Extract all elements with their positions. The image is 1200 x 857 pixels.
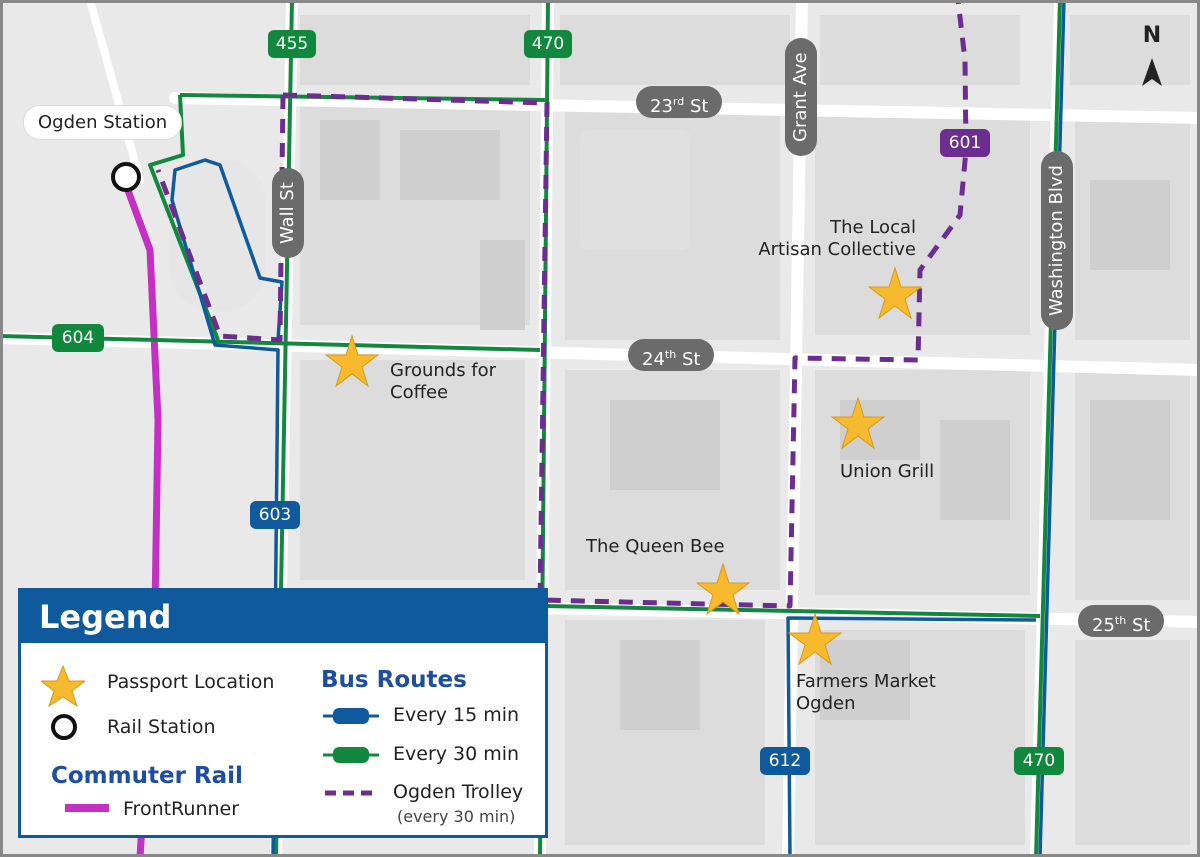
building-details [320, 120, 1170, 730]
street-wall: Wall St [272, 168, 304, 258]
legend-every15-label: Every 15 min [393, 704, 520, 726]
legend-rail-station-icon [51, 714, 77, 740]
star-queen-bee[interactable] [695, 562, 751, 616]
route-604-shield[interactable]: 604 [52, 324, 104, 352]
street-25th: 25th St [1078, 605, 1165, 637]
legend-every15-swatch [323, 708, 379, 724]
legend-commuter-rail-heading: Commuter Rail [51, 763, 243, 789]
legend-panel: Legend Passport Location Rail Station Co… [18, 588, 548, 838]
legend-trolley-sublabel: (every 30 min) [397, 807, 516, 826]
route-470-shield-bottom[interactable]: 470 [1014, 747, 1064, 775]
route-470-shield-top[interactable]: 470 [524, 30, 572, 58]
label-union-grill: Union Grill [840, 461, 935, 482]
legend-every30-label: Every 30 min [393, 743, 520, 765]
legend-title: Legend [21, 591, 545, 643]
legend-star-icon [41, 664, 85, 707]
street-23rd: 23rd St [636, 86, 723, 118]
label-queen-bee: The Queen Bee [586, 536, 725, 557]
legend-trolley-label: Ogden Trolley [393, 781, 524, 803]
passport-stars [324, 266, 923, 666]
route-612-shield[interactable]: 612 [760, 747, 810, 775]
legend-rail-station-label: Rail Station [107, 716, 216, 738]
route-601-shield[interactable]: 601 [940, 129, 990, 157]
route-455-shield[interactable]: 455 [268, 30, 316, 58]
legend-passport-label: Passport Location [107, 671, 275, 693]
north-label: N [1143, 23, 1161, 48]
ogden-station-label: Ogden Station [24, 106, 182, 139]
street-grant: Grant Ave [785, 38, 817, 156]
every-15-routes[interactable] [170, 0, 1066, 857]
legend-bus-routes-heading: Bus Routes [321, 667, 467, 693]
star-grounds-for-coffee[interactable] [324, 334, 380, 388]
legend-trolley-swatch [325, 790, 379, 796]
legend-frontrunner-label: FrontRunner [123, 798, 240, 820]
star-union-grill[interactable] [830, 396, 886, 450]
route-603-shield[interactable]: 603 [250, 501, 300, 529]
ballpark [580, 130, 690, 250]
north-arrow-icon [1142, 58, 1162, 86]
legend-every30-swatch [323, 747, 379, 763]
star-farmers-market[interactable] [787, 612, 843, 666]
star-local-artisan[interactable] [867, 266, 923, 320]
legend-frontrunner-swatch [65, 804, 109, 812]
street-24th: 24th St [628, 339, 715, 371]
street-washington: Washington Blvd [1041, 151, 1073, 330]
ogden-station-marker[interactable] [111, 162, 141, 192]
